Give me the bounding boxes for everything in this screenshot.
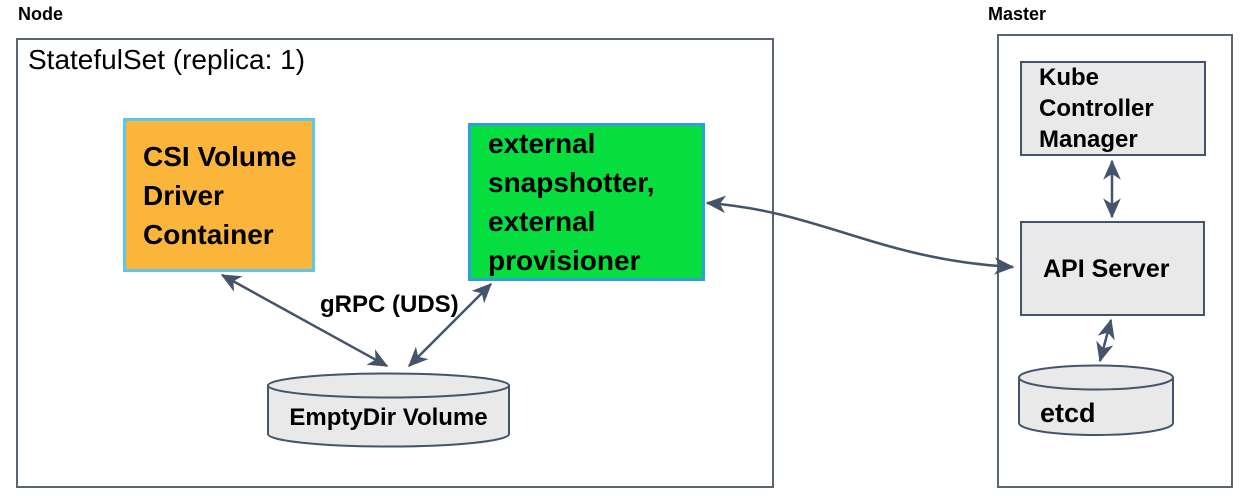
- api-server-box: API Server: [1020, 221, 1205, 316]
- etcd-label: etcd: [1040, 398, 1096, 428]
- grpc-uds-label: gRPC (UDS): [320, 291, 459, 318]
- kube-controller-manager-box: Kube Controller Manager: [1020, 61, 1206, 156]
- external-sidecars-box: external snapshotter, external provision…: [468, 123, 705, 281]
- node-group-label: Node: [18, 4, 63, 24]
- master-group-label: Master: [988, 4, 1047, 24]
- external-sidecars-label: external snapshotter, external provision…: [488, 128, 655, 276]
- statefulset-label: StatefulSet (replica: 1): [28, 44, 306, 75]
- etcd-cylinder: [1018, 364, 1174, 438]
- kube-controller-manager-label: Kube Controller Manager: [1039, 64, 1154, 153]
- node-group-box: StatefulSet (replica: 1): [16, 38, 774, 488]
- cylinder-shape: [267, 372, 510, 448]
- emptydir-volume-cylinder: [267, 372, 510, 449]
- emptydir-volume-label: EmptyDir Volume: [289, 404, 488, 431]
- csi-volume-driver-container-box: CSI Volume Driver Container: [123, 118, 315, 272]
- csi-volume-driver-container-label: CSI Volume Driver Container: [143, 140, 297, 250]
- cylinder-shape: [1018, 364, 1174, 436]
- api-server-label: API Server: [1043, 254, 1170, 283]
